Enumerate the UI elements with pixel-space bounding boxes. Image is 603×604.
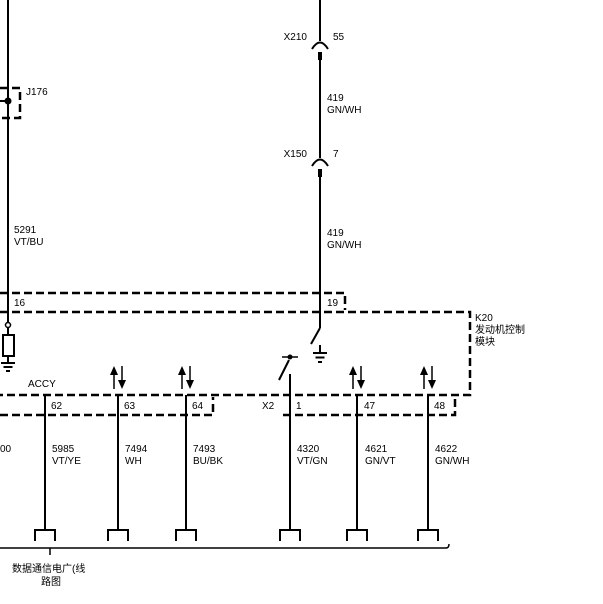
- splice-j176-outline: [0, 86, 22, 120]
- terminal-bracket-icon: [417, 529, 439, 541]
- data-bus-label-line2: 路图: [41, 575, 61, 588]
- switch-pivot-dot: [287, 354, 293, 360]
- connector-x2-outline: [283, 397, 457, 417]
- connector-x2-label: X2: [262, 401, 275, 412]
- connector-x150-pin-icon: [318, 169, 322, 177]
- wire-7493-color: BU/BK: [193, 456, 223, 467]
- partial-circuit-label: 00: [0, 444, 12, 455]
- splice-dot: [4, 97, 12, 105]
- internal-switch-x2-1: [278, 354, 298, 381]
- terminal-bracket-icon: [346, 529, 368, 541]
- switch-19-blade-icon: [310, 327, 321, 345]
- wire-5291-circuit: 5291: [14, 225, 37, 236]
- data-bus-bracket: [0, 543, 450, 549]
- pin-1-label: 1: [296, 401, 302, 412]
- bottom-wires: 00 5985 VT/YE 7494 WH 7493 BU/BK 4320 VT…: [0, 374, 469, 530]
- wire-419-upper-color: GN/WH: [327, 105, 361, 116]
- connector-x210-pin: 55: [333, 32, 345, 43]
- pin-63-label: 63: [124, 401, 136, 412]
- data-bus: 数据通信电广(线 路图: [0, 543, 450, 588]
- module-k20-name-line1: 发动机控制: [475, 323, 525, 336]
- wire-7493-circuit: 7493: [193, 444, 216, 455]
- wire-4622-color: GN/WH: [435, 456, 469, 467]
- wire-5985-circuit: 5985: [52, 444, 75, 455]
- internal-switch-19: [310, 327, 327, 363]
- splice-j176-label: J176: [26, 87, 48, 98]
- terminal-dot: [4, 321, 12, 329]
- terminal-bracket-icon: [107, 529, 129, 541]
- wire-4621-color: GN/VT: [365, 456, 396, 467]
- wire-4622-circuit: 4622: [435, 444, 458, 455]
- upper-connector-outline: [0, 291, 347, 310]
- terminal-bracket-icon: [279, 529, 301, 541]
- resistor-icon: [2, 334, 15, 357]
- pin-48-label: 48: [434, 401, 446, 412]
- connector-x210-icon: [311, 41, 329, 50]
- left-wire-group: J176 5291 VT/BU: [0, 0, 48, 322]
- terminal-brackets: [34, 529, 439, 541]
- pin-16-label: 16: [14, 298, 26, 309]
- wire-419-lower-circuit: 419: [327, 228, 344, 239]
- wire-4621-circuit: 4621: [365, 444, 388, 455]
- wire-4320-color: VT/GN: [297, 456, 328, 467]
- wire-4320-circuit: 4320: [297, 444, 320, 455]
- connector-x150-label: X150: [284, 149, 308, 160]
- connector-x210-pin-icon: [318, 52, 322, 60]
- pin-62-label: 62: [51, 401, 63, 412]
- terminal-bracket-icon: [175, 529, 197, 541]
- switch-blade-icon: [278, 359, 290, 381]
- internal-resistor-ground: [1, 321, 15, 372]
- pin-47-label: 47: [364, 401, 376, 412]
- lower-connector-left-outline: [0, 397, 215, 417]
- upper-connector: 16 19: [0, 291, 347, 310]
- connector-x150-pin: 7: [333, 149, 339, 160]
- pin-64-label: 64: [192, 401, 204, 412]
- wire-5291-color: VT/BU: [14, 237, 43, 248]
- data-bus-label-line1: 数据通信电广(线: [12, 562, 85, 575]
- wire-7494-color: WH: [125, 456, 142, 467]
- wire-5985-color: VT/YE: [52, 456, 81, 467]
- bidirectional-arrow-icon-48: [420, 366, 436, 389]
- bidirectional-arrow-icon-63: [110, 366, 126, 389]
- accy-label: ACCY: [28, 379, 56, 390]
- ground-icon: [1, 362, 15, 372]
- lower-connectors: X2 62 63 64 1 47 48: [0, 397, 457, 417]
- wire-419-upper-circuit: 419: [327, 93, 344, 104]
- wire-7494-circuit: 7494: [125, 444, 148, 455]
- right-wire-group: X210 55 419 GN/WH X150 7 419 GN/WH: [284, 0, 361, 328]
- module-k20: K20 发动机控制 模块 ACCY: [0, 310, 525, 397]
- module-k20-id: K20: [475, 313, 493, 324]
- module-k20-name-line2: 模块: [475, 336, 495, 348]
- connector-x150-icon: [311, 158, 329, 167]
- pin-19-label: 19: [327, 298, 339, 309]
- module-k20-outline: [0, 310, 472, 397]
- bidirectional-arrow-icon-64: [178, 366, 194, 389]
- wire-419-lower-color: GN/WH: [327, 240, 361, 251]
- ground-19-icon: [313, 352, 327, 363]
- bidirectional-arrow-icon-47: [349, 366, 365, 389]
- connector-x210-label: X210: [284, 32, 308, 43]
- terminal-bracket-icon: [34, 529, 56, 541]
